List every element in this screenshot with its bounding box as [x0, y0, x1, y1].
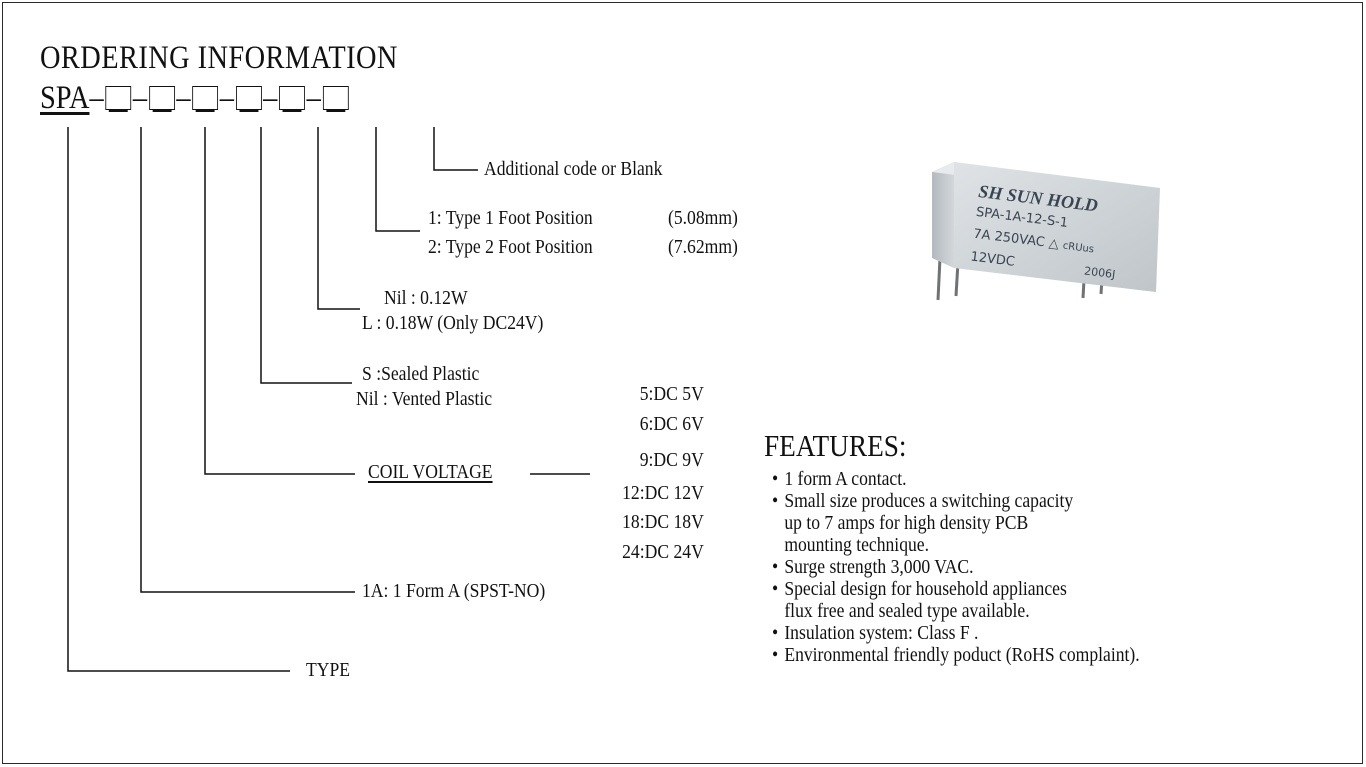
line-additional	[433, 127, 478, 171]
relay-rating: 7A 250VAC	[972, 226, 1046, 251]
relay-voltage: 12VDC	[969, 249, 1016, 270]
code-sep: –	[219, 80, 234, 116]
foot-position-1-size: (5.08mm)	[668, 207, 738, 229]
line-type	[67, 127, 290, 672]
code-box-4	[235, 86, 262, 110]
features-heading: FEATURES:	[764, 428, 907, 463]
code-sep: –	[176, 80, 191, 116]
feature-item: Surge strength 3,000 VAC.	[772, 556, 1140, 578]
seal-vented: Nil : Vented Plastic	[356, 388, 493, 410]
features-list: 1 form A contact. Small size produces a …	[772, 468, 1140, 666]
seal-sealed: S :Sealed Plastic	[362, 363, 480, 385]
additional-code-label: Additional code or Blank	[484, 158, 663, 180]
type-label: TYPE	[306, 659, 350, 681]
relay-markings: SH SUN HOLD SPA-1A-12-S-1 7A 250VAC △ cR…	[969, 180, 1125, 286]
code-box-2	[148, 86, 175, 110]
form-label: 1A: 1 Form A (SPST-NO)	[362, 580, 546, 602]
coil-voltage-label: COIL VOLTAGE	[368, 461, 493, 483]
line-coil	[204, 127, 355, 475]
relay-photo: SH SUN HOLD SPA-1A-12-S-1 7A 250VAC △ cR…	[930, 150, 1170, 320]
coil-value: 24:DC 24V	[622, 541, 704, 563]
coil-value: 6:DC 6V	[639, 413, 704, 435]
line-power	[317, 127, 360, 310]
coil-value: 18:DC 18V	[622, 511, 704, 533]
code-prefix: SPA	[40, 80, 90, 116]
line-form	[140, 127, 355, 593]
code-box-3	[192, 86, 219, 110]
warning-triangle-icon: △	[1047, 235, 1060, 253]
coil-value: 5:DC 5V	[639, 383, 704, 405]
coil-value: 12:DC 12V	[622, 482, 704, 504]
feature-item: Small size produces a switching capacity…	[772, 490, 1140, 556]
relay-illustration	[932, 162, 1160, 301]
coil-value: 9:DC 9V	[639, 449, 704, 471]
code-box-5	[279, 86, 305, 110]
relay-cert: cRUus	[1062, 240, 1095, 256]
line-foot	[375, 127, 420, 232]
power-l: L : 0.18W (Only DC24V)	[362, 312, 544, 334]
part-code: SPA––––––	[40, 80, 350, 117]
relay-face	[954, 162, 1160, 292]
feature-item: Special design for household appliances …	[772, 578, 1140, 622]
code-sep: –	[306, 80, 321, 116]
power-nil: Nil : 0.12W	[384, 287, 468, 309]
relay-date-code: 2006J	[1083, 264, 1117, 282]
code-sep: –	[263, 80, 278, 116]
line-seal	[260, 127, 352, 384]
code-sep: –	[132, 80, 148, 116]
relay-logo: SH	[977, 180, 1004, 204]
foot-position-1: 1: Type 1 Foot Position	[428, 207, 593, 229]
code-box-1	[105, 86, 132, 110]
code-sep: –	[89, 80, 104, 116]
feature-item: Environmental friendly poduct (RoHS comp…	[772, 644, 1139, 666]
foot-position-2-size: (7.62mm)	[668, 236, 738, 258]
foot-position-2: 2: Type 2 Foot Position	[428, 236, 593, 258]
code-box-6	[322, 86, 349, 110]
ordering-info-heading: ORDERING INFORMATION	[40, 40, 398, 76]
relay-pin	[936, 257, 942, 301]
relay-side	[932, 162, 954, 268]
feature-item: Insulation system: Class F .	[772, 622, 1140, 644]
feature-item: 1 form A contact.	[772, 468, 1140, 490]
